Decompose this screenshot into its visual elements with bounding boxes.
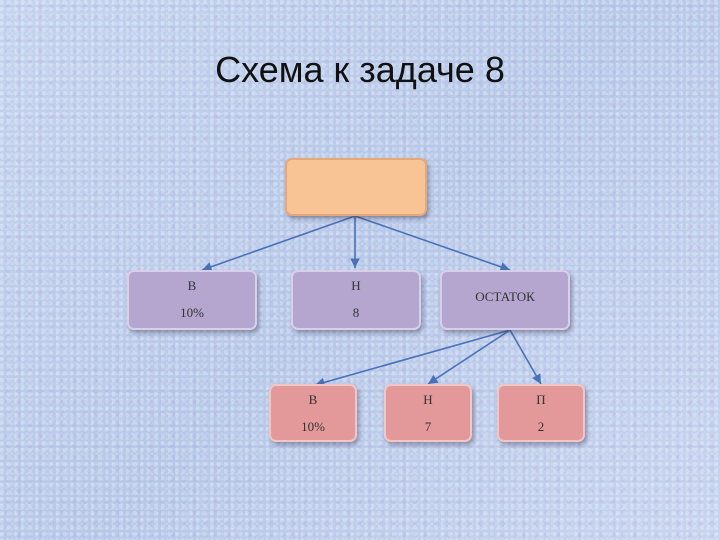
box-p-level2: П 2 [497,384,585,442]
connector-ostatok-to-p [509,329,542,385]
box-ostatok-label: ОСТАТОК [475,289,535,304]
box-n-level1: Н 8 [291,270,421,330]
box-ostatok: ОСТАТОК [440,270,570,330]
box-p-level2-label: П [536,392,546,407]
connector-root-to-ostatok [354,215,511,272]
box-v-level1-label: В [187,278,197,293]
box-n-level1-value: 8 [352,305,360,320]
box-n-level2: Н 7 [384,384,472,442]
slide-title: Схема к задаче 8 [215,49,505,90]
root-box [285,158,427,216]
box-n-level2-label: Н [423,392,433,407]
box-v-level1: В 10% [127,270,257,330]
box-n-level1-label: Н [351,278,361,293]
box-v-level2: В 10% [269,384,357,442]
box-p-level2-value: 2 [537,419,545,434]
connector-ostatok-to-v [314,329,511,388]
connector-root-to-v [201,215,356,272]
box-v-level1-value: 10% [180,305,204,320]
box-v-level2-label: В [308,392,318,407]
box-v-level2-value: 10% [301,419,325,434]
connector-ostatok-to-n [427,329,511,385]
box-n-level2-value: 7 [424,419,432,434]
